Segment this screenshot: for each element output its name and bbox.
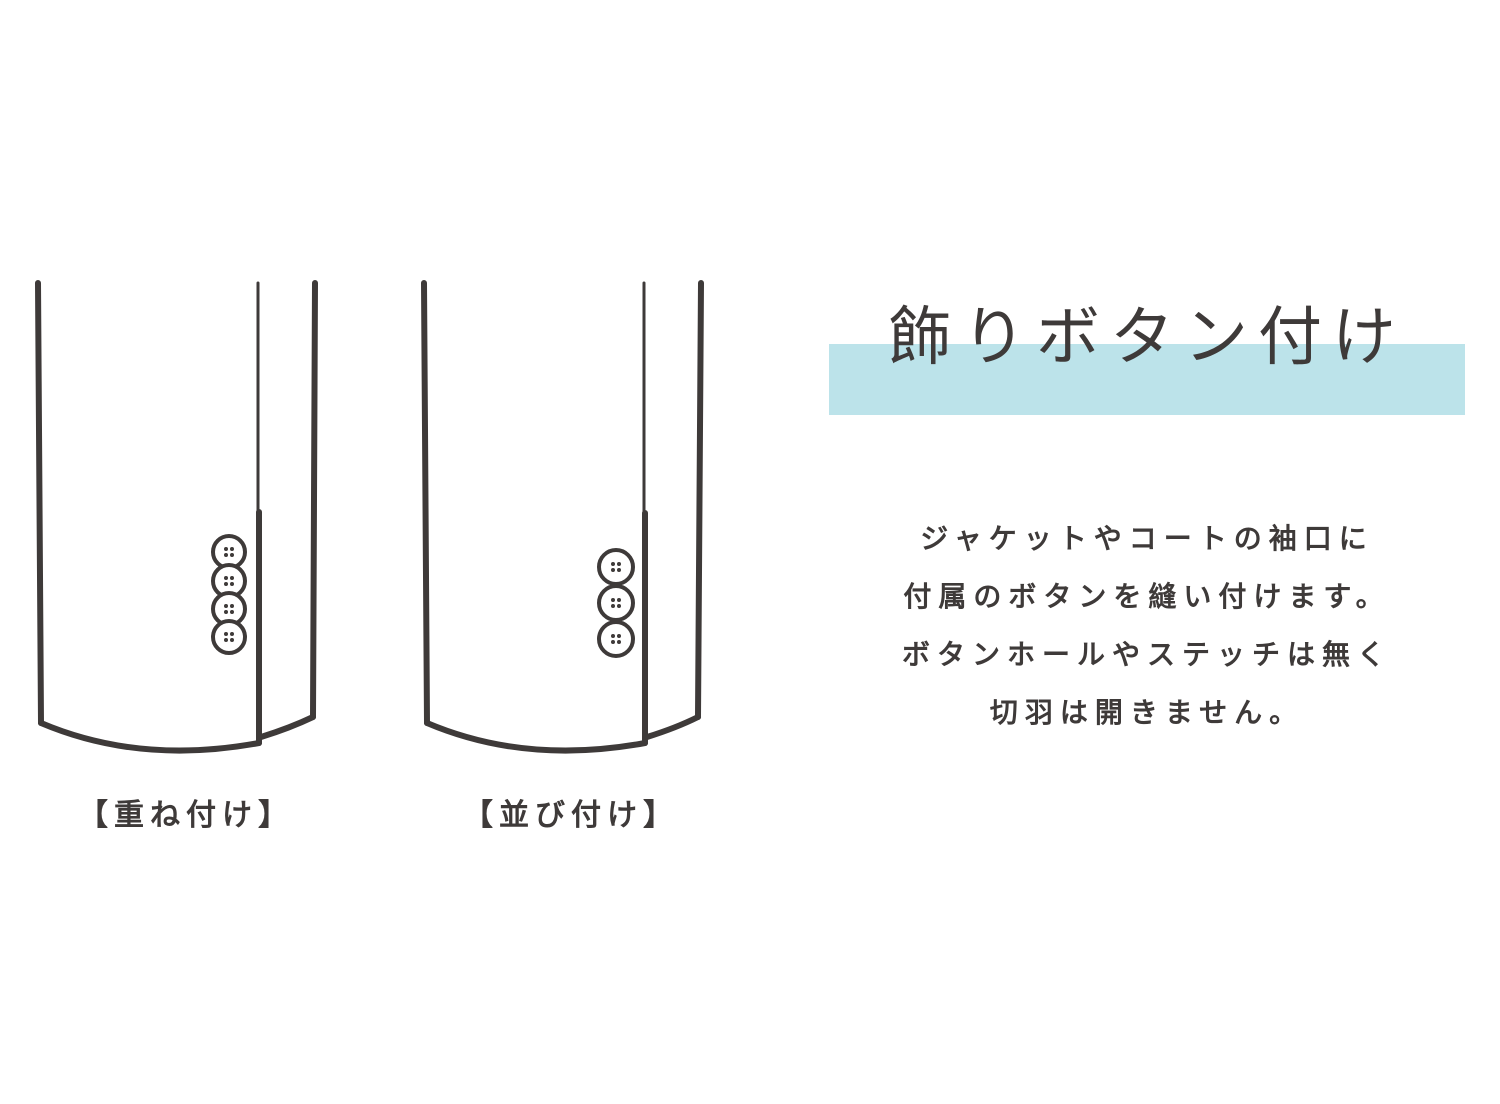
description: ジャケットやコートの袖口に 付属のボタンを縫い付けます。 ボタンホールやステッチ… bbox=[829, 510, 1465, 742]
description-line: 切羽は開きません。 bbox=[989, 696, 1305, 729]
sleeve-diagram-side-by-side bbox=[421, 280, 704, 754]
caption-overlapping: 【重ね付け】 bbox=[78, 798, 294, 833]
sleeve-diagram-overlapping bbox=[35, 280, 318, 754]
button-icon bbox=[211, 563, 247, 599]
sleeve-right-edge bbox=[310, 280, 318, 720]
sleeve-left-edge bbox=[421, 280, 430, 726]
description-line: 付属のボタンを縫い付けます。 bbox=[903, 580, 1391, 613]
button-icon bbox=[597, 548, 635, 586]
caption-side-by-side: 【並び付け】 bbox=[463, 798, 679, 833]
page-title: 飾りボタン付け bbox=[888, 301, 1406, 375]
sleeve-hem-front bbox=[424, 720, 648, 754]
sleeve-hem-front bbox=[38, 720, 262, 754]
title-highlight-band bbox=[829, 344, 1465, 415]
description-line: ボタンホールやステッチは無く bbox=[901, 638, 1392, 671]
sleeve-hem-back bbox=[644, 714, 701, 740]
sleeve-left-edge bbox=[35, 280, 44, 726]
button-icon bbox=[211, 619, 247, 655]
sleeve-hem-back bbox=[258, 714, 316, 740]
description-line: ジャケットやコートの袖口に bbox=[920, 522, 1374, 555]
button-icon bbox=[597, 620, 635, 658]
button-icon bbox=[597, 584, 635, 622]
sleeve-right-edge bbox=[695, 280, 704, 720]
